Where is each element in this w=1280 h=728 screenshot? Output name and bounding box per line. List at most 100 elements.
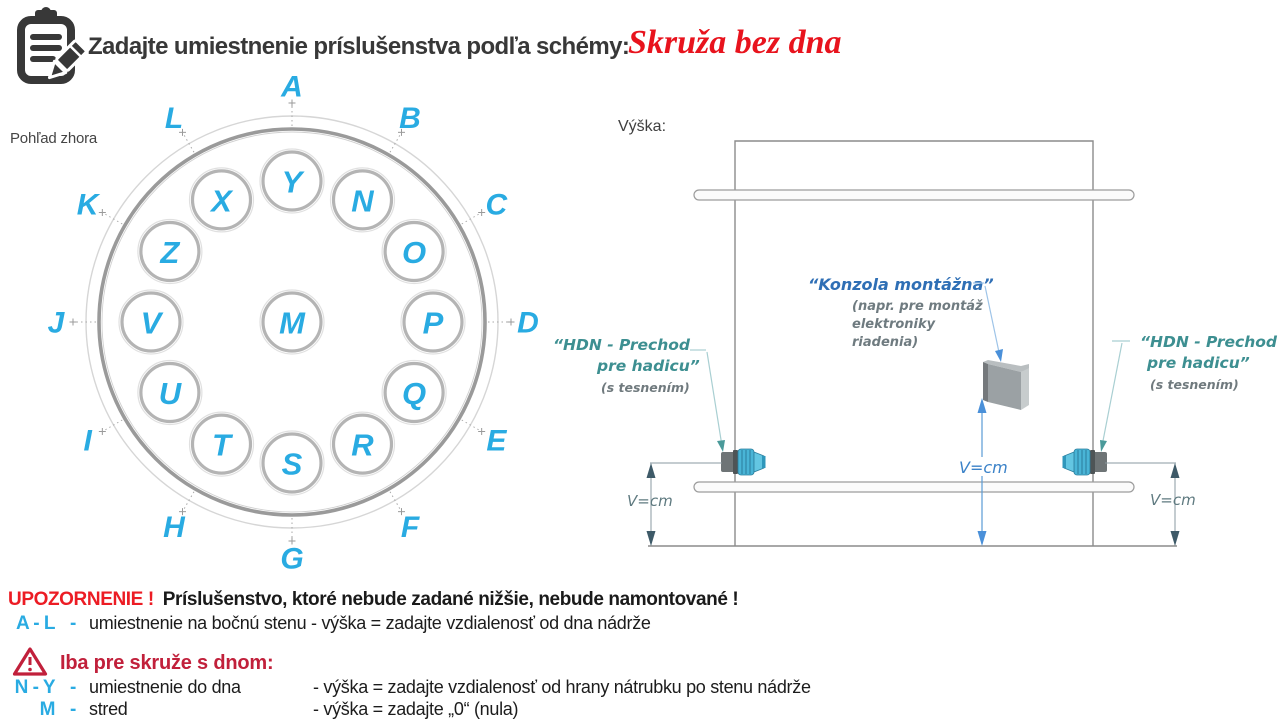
konzola-note-1: (napr. pre montáž xyxy=(852,299,983,314)
position-letter-N: N xyxy=(351,183,374,218)
ring xyxy=(139,220,201,283)
ring xyxy=(259,148,325,214)
position-letter-V: V xyxy=(141,306,164,341)
hdn-right-label-1: “HDN - Prechod xyxy=(1140,333,1278,351)
ring xyxy=(137,359,203,426)
ring xyxy=(190,169,253,231)
position-tick xyxy=(389,491,401,510)
mounting-bracket xyxy=(983,360,1029,410)
legend-row-al: A - L - umiestnenie na bočnú stenu - výš… xyxy=(0,613,1280,637)
position-letter-T: T xyxy=(212,428,234,463)
dimension-right-value: V=cm xyxy=(1150,491,1196,509)
position-tick xyxy=(183,491,195,510)
position-letter-X: X xyxy=(209,183,234,218)
ring xyxy=(261,432,323,494)
ring xyxy=(137,218,203,285)
bottom-rod xyxy=(693,481,1135,493)
ring xyxy=(331,413,394,475)
clipboard-pencil-icon xyxy=(17,7,88,84)
legend-dash-m: - xyxy=(70,699,77,720)
position-tick xyxy=(461,419,480,431)
top-view-label: Pohľad zhora xyxy=(10,130,98,147)
warning-text: Príslušenstvo, ktoré nebude zadané nižši… xyxy=(162,589,739,610)
hdn-right-note: (s tesnením) xyxy=(1150,377,1239,392)
hose-fitting-right xyxy=(1062,448,1107,476)
side-view-label: Výška: xyxy=(618,118,666,135)
position-tick xyxy=(461,213,480,225)
ring xyxy=(329,167,396,233)
legend-key-m: M xyxy=(39,699,56,720)
position-letter-B: B xyxy=(399,102,421,135)
warning-triangle-icon xyxy=(12,647,48,676)
position-letter-Y: Y xyxy=(282,165,306,200)
position-letter-P: P xyxy=(423,306,444,341)
legend-key-ny: N - Y xyxy=(14,677,56,698)
legend-desc2-m: - výška = zadajte „0“ (nula) xyxy=(313,699,519,719)
legend-row-ny: N - Y - umiestnenie do dna - výška = zad… xyxy=(0,677,1280,701)
ring xyxy=(190,413,253,475)
ring xyxy=(101,131,483,513)
position-letter-Q: Q xyxy=(402,376,426,411)
hdn-right-label-2: pre hadicu” xyxy=(1146,354,1250,372)
konzola-note-3: riadenia) xyxy=(852,335,918,350)
position-letter-D: D xyxy=(517,307,539,340)
page-title: Zadajte umiestnenie príslušenstva podľa … xyxy=(88,33,630,60)
position-letter-O: O xyxy=(402,235,426,270)
legend-dash-ny: - xyxy=(70,677,77,698)
top-rod xyxy=(693,189,1135,201)
ring xyxy=(97,127,487,517)
side-view-diagram: Výška: xyxy=(553,118,1278,547)
konzola-note-2: elektroniky xyxy=(852,317,936,332)
ring xyxy=(188,167,255,233)
konzola-label: “Konzola montážna” xyxy=(808,275,994,294)
ring xyxy=(261,150,323,212)
konzola-leader-line xyxy=(973,282,1003,362)
dimension-left-value: V=cm xyxy=(627,492,673,510)
ring xyxy=(331,169,394,231)
position-letter-M: M xyxy=(279,306,306,341)
position-tick xyxy=(183,134,195,153)
position-letter-G: G xyxy=(280,543,303,576)
dimension-center xyxy=(956,398,1008,546)
legend-desc-m: stred xyxy=(89,699,128,719)
position-letter-H: H xyxy=(163,511,186,544)
hdn-right-leader-line xyxy=(1100,340,1130,452)
hdn-left-label-1: “HDN - Prechod xyxy=(553,336,691,354)
hose-fitting-left xyxy=(721,448,766,476)
position-letter-L: L xyxy=(165,102,183,135)
hdn-left-leader-line xyxy=(690,349,725,452)
position-letter-F: F xyxy=(401,511,420,544)
ring xyxy=(381,218,447,285)
ring xyxy=(381,359,447,426)
position-tick xyxy=(104,213,123,225)
dimension-left xyxy=(646,462,722,546)
ring xyxy=(329,411,396,477)
position-letter-Z: Z xyxy=(159,235,180,270)
hdn-left-label-2: pre hadicu” xyxy=(596,357,700,375)
ring xyxy=(139,361,201,424)
position-letter-K: K xyxy=(77,189,101,222)
legend-desc-al: umiestnenie na bočnú stenu - výška = zad… xyxy=(89,613,651,633)
ring xyxy=(188,411,255,477)
position-letter-C: C xyxy=(486,189,509,222)
ring xyxy=(259,289,325,355)
tank-outline xyxy=(648,140,1177,547)
ring xyxy=(402,291,464,353)
ring xyxy=(118,289,184,355)
legend-dash-al: - xyxy=(70,613,77,634)
ring xyxy=(383,361,445,424)
ring xyxy=(400,289,466,355)
position-letter-A: A xyxy=(280,71,303,104)
legend-key-al: A - L xyxy=(15,613,56,634)
legend-row-m: M - stred - výška = zadajte „0“ (nula) xyxy=(0,699,1280,723)
ring xyxy=(120,291,182,353)
ring xyxy=(259,430,325,496)
position-letter-S: S xyxy=(282,447,303,482)
position-letter-E: E xyxy=(486,425,507,458)
hdn-left-note: (s tesnením) xyxy=(601,380,690,395)
position-tick xyxy=(389,134,401,153)
warning-line: UPOZORNENIE !Príslušenstvo, ktoré nebude… xyxy=(8,589,1280,613)
subwarning-title: Iba pre skruže s dnom: xyxy=(60,652,274,674)
position-letter-U: U xyxy=(159,376,183,411)
